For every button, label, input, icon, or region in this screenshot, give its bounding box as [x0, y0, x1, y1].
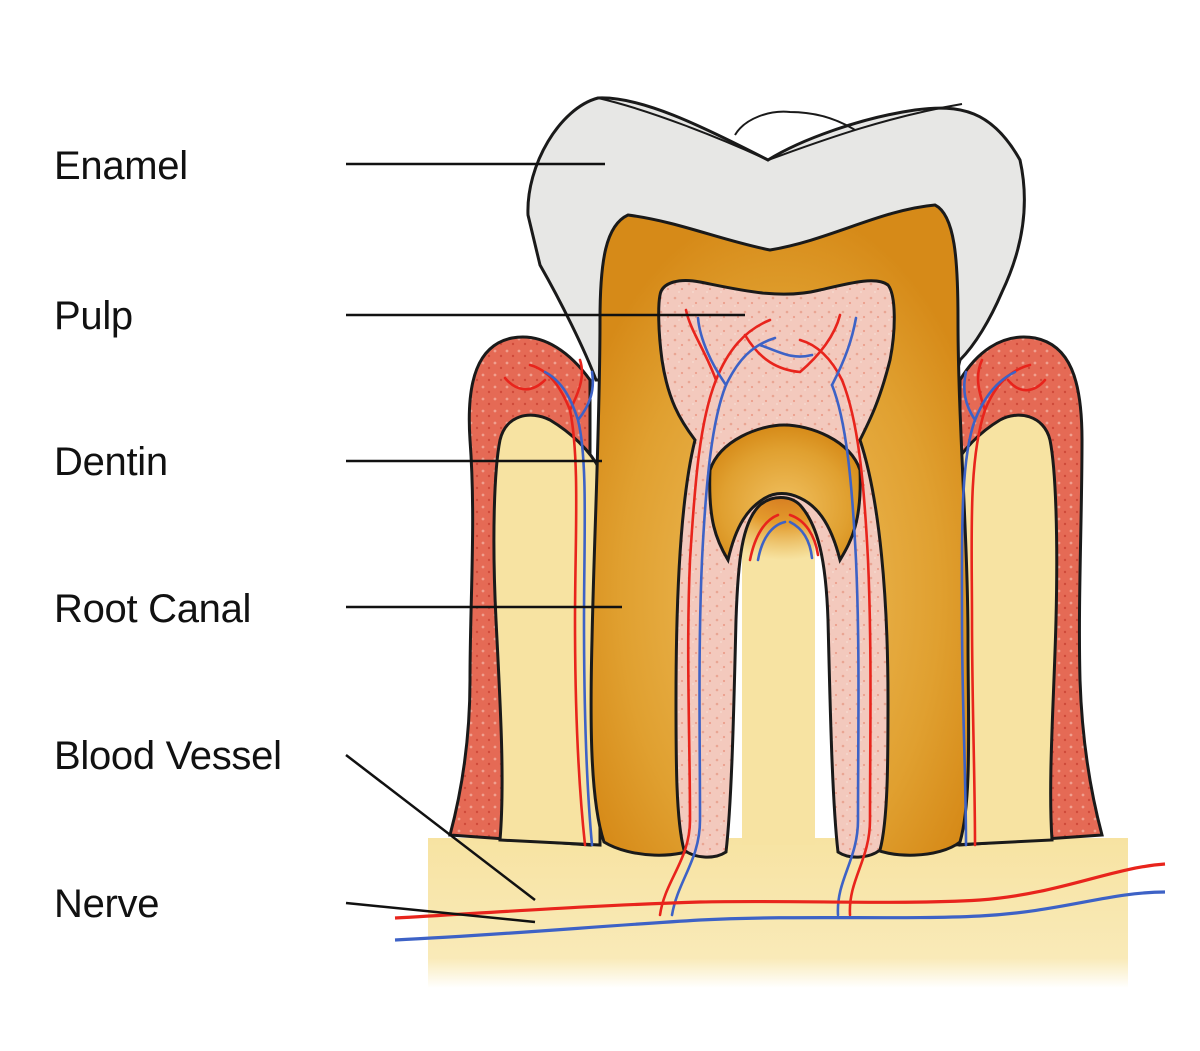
main-vein [394, 890, 1166, 942]
main-artery [394, 862, 1166, 920]
leader-nerve [345, 901, 536, 924]
leader-blood-vessel [345, 754, 536, 901]
dentin-core [708, 423, 862, 564]
label-pulp: Pulp [54, 294, 133, 338]
label-nerve: Nerve [54, 882, 160, 926]
pulp-chamber-fill [657, 279, 896, 859]
bone-center [742, 505, 815, 845]
label-enamel: Enamel [54, 144, 188, 188]
label-dentin: Dentin [54, 440, 168, 484]
artery-network [503, 308, 1047, 917]
enamel-cusp-inner [734, 110, 856, 136]
label-blood-vessel: Blood Vessel [54, 734, 282, 778]
label-root-canal: Root Canal [54, 587, 252, 631]
vein-network [543, 316, 1017, 917]
bone-right [950, 413, 1059, 847]
bone-left [492, 413, 602, 847]
enamel-cusp-line [597, 97, 963, 162]
